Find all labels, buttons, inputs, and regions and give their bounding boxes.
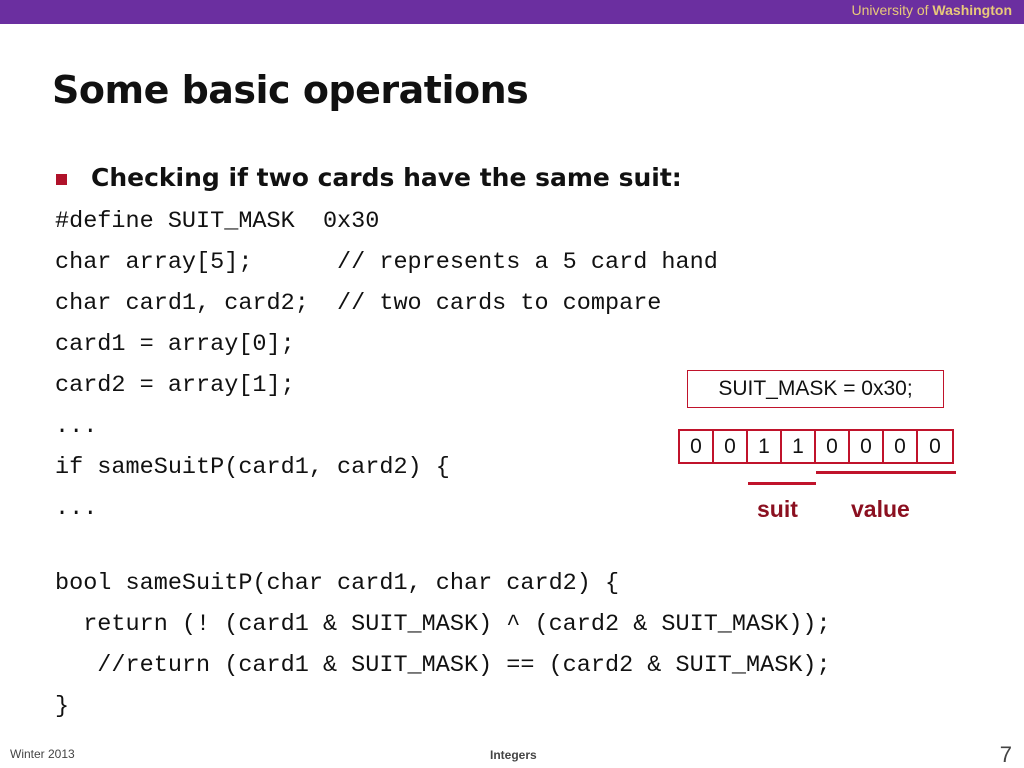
page-number: 7 (999, 742, 1012, 767)
value-label: value (851, 496, 910, 522)
code-line: return (! (card1 & SUIT_MASK) ^ (card2 &… (55, 611, 831, 638)
suit-bracket-line (748, 482, 816, 485)
university-brand: University of Washington (852, 2, 1013, 18)
bullet-item: Checking if two cards have the same suit… (56, 163, 682, 192)
bullet-text: Checking if two cards have the same suit… (91, 163, 682, 192)
bit-cell: 0 (714, 431, 748, 462)
bit-cell: 1 (748, 431, 782, 462)
code-line: } (55, 693, 70, 720)
bit-field: 0 0 1 1 0 0 0 0 (678, 429, 954, 464)
footer-term: Winter 2013 (10, 747, 75, 761)
code-line: #define SUIT_MASK 0x30 (55, 208, 380, 235)
code-line: char card1, card2; // two cards to compa… (55, 290, 662, 317)
bit-cell: 0 (680, 431, 714, 462)
slide-title: Some basic operations (52, 68, 529, 112)
bullet-square-icon (56, 174, 67, 185)
bit-cell: 0 (816, 431, 850, 462)
code-line: bool sameSuitP(char card1, char card2) { (55, 570, 620, 597)
bit-cell: 1 (782, 431, 816, 462)
brand-prefix: University of (851, 2, 933, 18)
header-bar: University of Washington (0, 0, 1024, 24)
code-line: card2 = array[1]; (55, 372, 295, 399)
brand-name: Washington (932, 2, 1012, 18)
bit-cell: 0 (929, 434, 941, 458)
code-line: char array[5]; // represents a 5 card ha… (55, 249, 718, 276)
code-line: ... (55, 495, 98, 522)
footer-topic: Integers (490, 748, 537, 762)
code-line: if sameSuitP(card1, card2) { (55, 454, 450, 481)
bit-cell: 0 (884, 431, 918, 462)
code-line: card1 = array[0]; (55, 331, 295, 358)
suit-mask-box: SUIT_MASK = 0x30; (687, 370, 944, 408)
suit-label: suit (757, 496, 798, 522)
bit-cell: 0 (850, 431, 884, 462)
code-line: //return (card1 & SUIT_MASK) == (card2 &… (55, 652, 831, 679)
value-bracket-line (816, 471, 956, 474)
code-line: ... (55, 413, 98, 440)
